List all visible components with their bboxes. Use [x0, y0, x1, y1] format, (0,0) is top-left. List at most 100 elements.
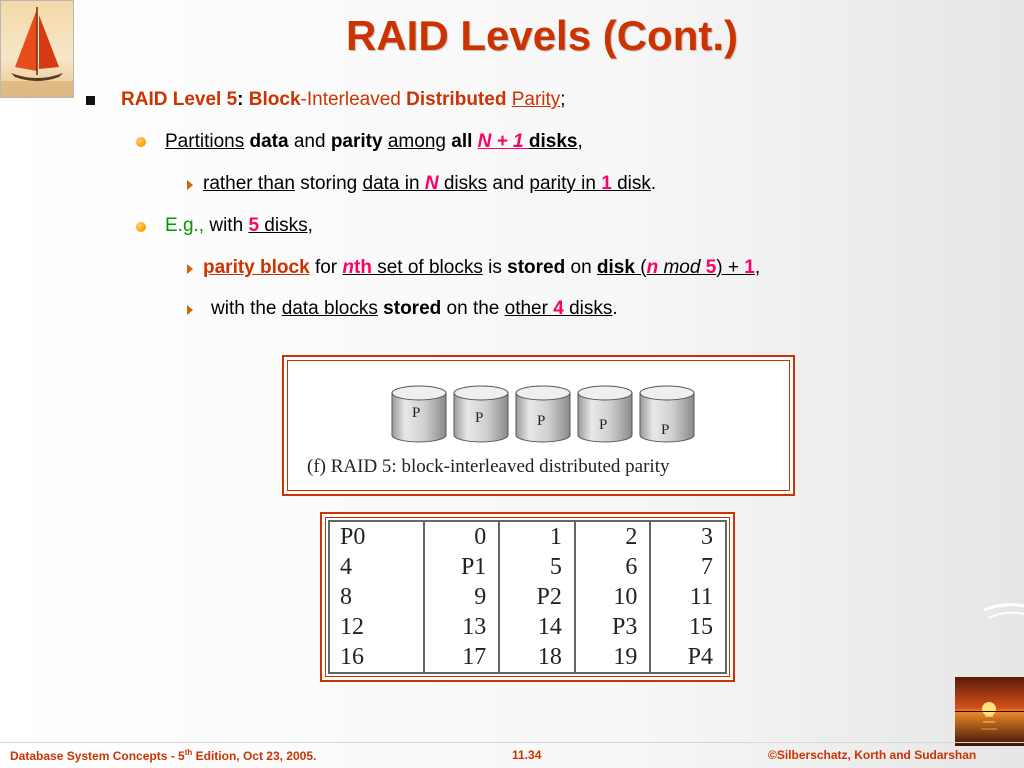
decorative-swoosh: [984, 603, 1024, 619]
one-text: 1: [744, 257, 755, 278]
table-cell: 16: [328, 642, 425, 674]
disk-parity-label-3: P: [537, 413, 545, 429]
data-blocks-text: data blocks: [281, 298, 378, 319]
footer-divider: [0, 742, 1024, 743]
table-cell: 3: [649, 520, 727, 552]
bullet-partitions: Partitions data and parity among all N +…: [165, 131, 583, 153]
disk-parity-label-5: P: [661, 422, 669, 438]
disks-text: disks: [563, 298, 613, 319]
and-text: and: [293, 131, 326, 152]
disk-icon: P: [577, 385, 633, 443]
stored-text: stored: [507, 257, 566, 278]
figure-caption: (f) RAID 5: block-interleaved distribute…: [307, 456, 670, 477]
mod-text: mod: [663, 257, 701, 278]
table-cell: P0: [328, 520, 425, 552]
footer-left: Database System Concepts - 5th Edition, …: [10, 748, 316, 763]
th-text: th: [354, 257, 372, 278]
disk-parity-label-2: P: [475, 410, 483, 426]
disk-icon: P: [639, 385, 695, 443]
partitions-text: Partitions: [165, 131, 245, 152]
disk-text: disk: [596, 257, 635, 278]
disk-icon: P: [391, 385, 447, 443]
one-text: 1: [601, 173, 612, 194]
bullet-parity-block: parity block for nth set of blocks is st…: [203, 257, 760, 279]
n-text: N: [424, 173, 439, 194]
table-cell: P1: [422, 552, 501, 582]
table-cell: 19: [573, 642, 652, 674]
raid-level-5-label: RAID Level 5: [121, 89, 238, 110]
rather-than-text: rather than: [203, 173, 295, 194]
block-term: Block: [248, 89, 301, 110]
table-cell: 13: [422, 612, 501, 642]
table-cell: 6: [573, 552, 652, 582]
comma: ,: [754, 257, 761, 278]
on-the-text: on the: [446, 298, 500, 319]
bullet-data-blocks: with the data blocks stored on the other…: [211, 298, 618, 320]
bullet-raid-level-5: RAID Level 5: Block-Interleaved Distribu…: [121, 89, 566, 111]
disk-icon: P: [453, 385, 509, 443]
parity-text: parity: [330, 131, 383, 152]
footer-edition: Edition, Oct 23, 2005.: [192, 749, 317, 763]
table-cell: 14: [498, 612, 576, 642]
table-cell: 5: [498, 552, 576, 582]
parity-term: Parity: [511, 89, 561, 110]
period: .: [650, 173, 657, 194]
disks-text: disks: [259, 215, 308, 236]
all-text: all: [451, 131, 473, 152]
colon: :: [237, 89, 244, 110]
parity-block-text: parity block: [203, 257, 310, 278]
table-cell: 1: [498, 520, 576, 552]
comma: ,: [577, 131, 583, 152]
table-cell: P3: [573, 612, 652, 642]
disk-parity-label-4: P: [599, 417, 607, 433]
n-plus-1-text: N + 1: [477, 131, 529, 152]
parity-in-text: parity in: [529, 173, 602, 194]
open-paren: (: [634, 257, 647, 278]
slide-title: RAID Levels (Cont.): [345, 12, 739, 59]
sunset-image: [955, 677, 1024, 746]
dot-bullet-icon: [136, 222, 146, 232]
disks-text: disks: [438, 173, 488, 194]
table-cell: 18: [498, 642, 576, 674]
dot-bullet-icon: [136, 137, 146, 147]
table-cell: 4: [328, 552, 425, 582]
distributed-term: Distributed: [406, 89, 507, 110]
disk-parity-label-1: P: [412, 405, 420, 421]
footer-superscript: th: [184, 748, 193, 757]
table-cell: 10: [573, 582, 652, 612]
stored-text: stored: [383, 298, 442, 319]
disk-array-diagram: P P P P P: [391, 385, 695, 443]
table-cell: 17: [422, 642, 501, 674]
table-cell: P4: [649, 642, 727, 674]
footer-book-title: Database System Concepts - 5: [10, 749, 185, 763]
on-text: on: [570, 257, 592, 278]
disk-text: disk: [611, 173, 651, 194]
bullet-example: E.g., with 5 disks,: [165, 215, 313, 237]
semicolon: ;: [560, 89, 566, 110]
interleaved-term: -Interleaved: [300, 89, 401, 110]
table-cell: 0: [422, 520, 501, 552]
table-cell: P2: [498, 582, 576, 612]
four-text: 4: [553, 298, 564, 319]
square-bullet-icon: [86, 96, 95, 105]
storing-text: storing: [300, 173, 358, 194]
five-text: 5: [705, 257, 717, 278]
is-text: is: [488, 257, 502, 278]
and-text: and: [492, 173, 525, 194]
footer-page-number: 11.34: [512, 748, 542, 762]
table-cell: 9: [422, 582, 501, 612]
eg-text: E.g.,: [165, 215, 205, 236]
arrow-bullet-icon: [187, 180, 193, 190]
arrow-bullet-icon: [187, 264, 193, 274]
table-cell: 8: [328, 582, 425, 612]
sailboat-logo: [0, 0, 74, 98]
data-in-text: data in: [362, 173, 425, 194]
other-text: other: [504, 298, 554, 319]
raid5-figure: P P P P P (f) RAID 5: bl: [282, 355, 795, 496]
among-text: among: [387, 131, 446, 152]
data-text: data: [249, 131, 289, 152]
